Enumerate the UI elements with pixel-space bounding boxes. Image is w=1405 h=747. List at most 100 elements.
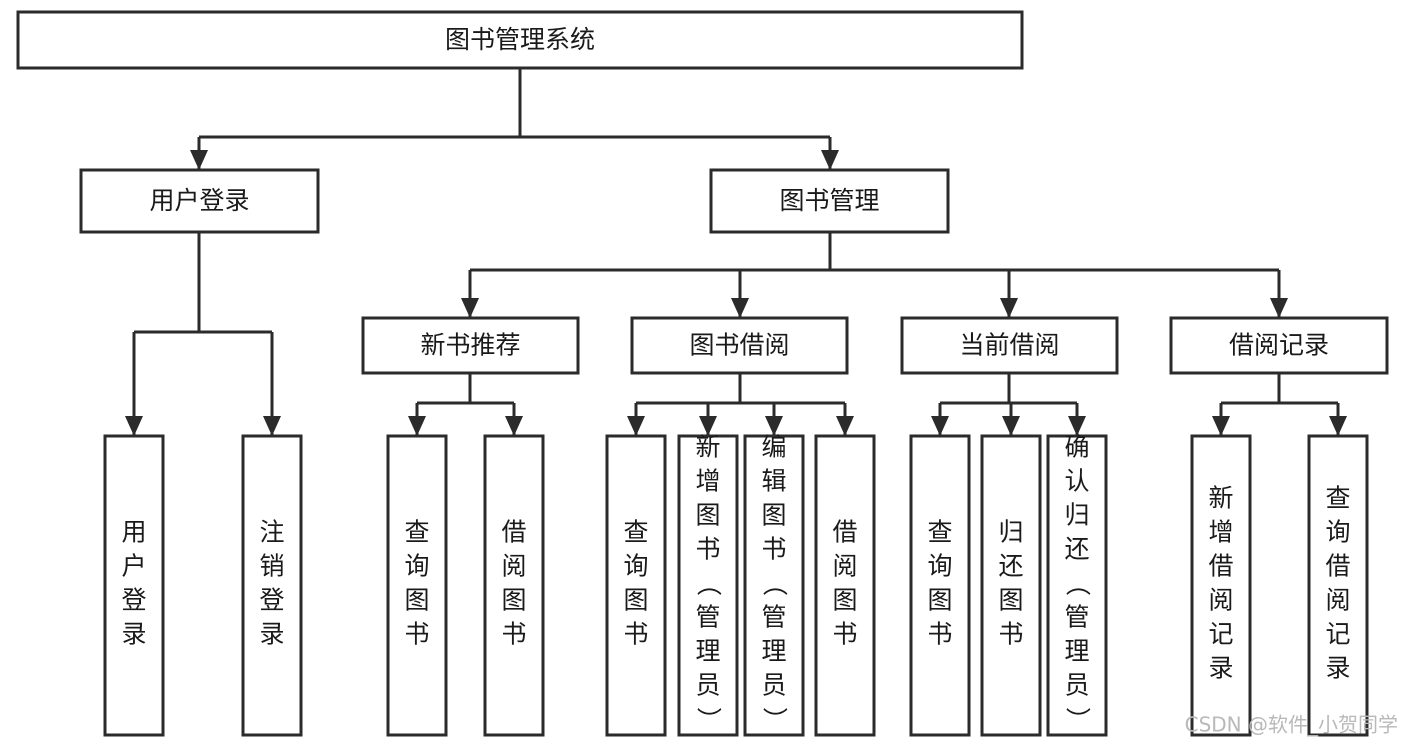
node-leaf-borrow-book-2-rect [814, 434, 876, 737]
node-leaf-query-book-2-label-char: 查 [623, 518, 648, 547]
node-leaf-add-book-label-char: ） [694, 707, 723, 732]
node-leaf-return-book-label-char: 图 [998, 586, 1023, 615]
arrow-head-icon [1212, 416, 1230, 436]
node-leaf-confirm-return-label-char: 还 [1064, 535, 1089, 564]
node-leaf-query-record-label-char: 查 [1325, 484, 1350, 513]
node-leaf-query-book-1-label-char: 询 [404, 552, 429, 581]
node-leaf-confirm-return-label-char: 归 [1064, 501, 1089, 530]
node-book-manage[interactable]: 图书管理 [709, 168, 950, 234]
node-leaf-query-book-2-label-char: 询 [623, 552, 648, 581]
node-leaf-edit-book-label-char: 辑 [761, 467, 786, 496]
node-leaf-edit-book-rect [743, 434, 805, 737]
node-root-system-label: 图书管理系统 [445, 25, 595, 54]
node-leaf-confirm-return-label-char: 理 [1064, 637, 1089, 666]
node-leaf-query-book-3-rect [909, 434, 971, 737]
node-user-login[interactable]: 用户登录 [79, 168, 320, 234]
edges-layer [125, 68, 1347, 436]
node-leaf-add-record-label-char: 借 [1208, 552, 1233, 581]
node-leaf-add-book-label-char: 新 [695, 433, 720, 462]
node-book-borrow-label: 图书借阅 [689, 331, 789, 360]
arrow-head-icon [1068, 416, 1086, 436]
node-leaf-logout-login-label-char: 注 [259, 518, 284, 547]
node-leaf-query-book-2-rect [605, 434, 667, 737]
node-leaf-add-record-label-char: 记 [1208, 620, 1233, 649]
arrow-head-icon [408, 416, 426, 436]
node-new-book-recommend[interactable]: 新书推荐 [361, 316, 580, 375]
node-leaf-borrow-book-1-label-char: 书 [501, 620, 526, 649]
node-root-system-rect [16, 10, 1024, 70]
arrow-head-icon [699, 416, 717, 436]
node-leaf-query-record-label-char: 记 [1325, 620, 1350, 649]
node-leaf-add-book-label-char: （ [694, 571, 723, 596]
arrow-head-icon [765, 416, 783, 436]
node-leaf-query-book-2-label-char: 图 [623, 586, 648, 615]
arrow-head-icon [190, 150, 208, 170]
node-leaf-user-login[interactable]: 用户登录 [103, 434, 165, 737]
node-book-borrow[interactable]: 图书借阅 [630, 316, 849, 375]
node-leaf-borrow-book-2-label-char: 阅 [832, 552, 857, 581]
node-leaf-query-book-1-label-char: 书 [404, 620, 429, 649]
node-leaf-confirm-return-label-char: 认 [1064, 467, 1089, 496]
node-leaf-logout-login-rect [241, 434, 303, 737]
node-current-borrow[interactable]: 当前借阅 [900, 316, 1119, 375]
nodes-layer: 图书管理系统用户登录图书管理新书推荐图书借阅当前借阅借阅记录用户登录注销登录查询… [16, 10, 1389, 737]
node-current-borrow-label: 当前借阅 [959, 331, 1059, 360]
node-leaf-user-login-label-char: 登 [121, 586, 146, 615]
node-leaf-query-book-3-label-char: 图 [927, 586, 952, 615]
node-leaf-add-record-rect [1190, 434, 1252, 737]
arrow-head-icon [1329, 416, 1347, 436]
node-borrow-record[interactable]: 借阅记录 [1169, 316, 1389, 375]
node-leaf-add-book-label-char: 员 [695, 671, 720, 700]
node-root-system[interactable]: 图书管理系统 [16, 10, 1024, 70]
arrow-head-icon [821, 150, 839, 170]
node-leaf-query-book-3-label-char: 询 [927, 552, 952, 581]
node-leaf-borrow-book-2-label-char: 书 [832, 620, 857, 649]
arrow-head-icon [1002, 416, 1020, 436]
node-new-book-recommend-label: 新书推荐 [420, 331, 520, 360]
arrow-head-icon [1270, 298, 1288, 318]
node-leaf-confirm-return-label-char: 管 [1064, 603, 1089, 632]
node-leaf-edit-book-label-char: 管 [761, 603, 786, 632]
node-leaf-add-record-label-char: 录 [1208, 654, 1233, 683]
node-leaf-edit-book-label-char: （ [760, 571, 789, 596]
node-leaf-return-book-label-char: 归 [998, 518, 1023, 547]
node-leaf-edit-book-label-char: 书 [761, 535, 786, 564]
arrow-head-icon [263, 416, 281, 436]
node-leaf-logout-login-label-char: 录 [259, 620, 284, 649]
arrow-head-icon [931, 416, 949, 436]
node-leaf-confirm-return-label-char: 确 [1064, 433, 1089, 462]
node-leaf-borrow-book-1-label-char: 阅 [501, 552, 526, 581]
arrow-head-icon [731, 298, 749, 318]
node-leaf-add-record-label-char: 阅 [1208, 586, 1233, 615]
csdn-watermark: CSDN @软件_小贺同学 [1185, 713, 1398, 737]
node-borrow-record-rect [1169, 316, 1389, 375]
node-leaf-borrow-book-1-label-char: 图 [501, 586, 526, 615]
node-leaf-edit-book-label-char: 图 [761, 501, 786, 530]
arrow-head-icon [1000, 298, 1018, 318]
node-leaf-user-login-label-char: 户 [121, 552, 146, 581]
node-leaf-edit-book-label-char: 编 [761, 433, 786, 462]
node-leaf-confirm-return-label-char: 员 [1064, 671, 1089, 700]
node-leaf-query-record-label-char: 录 [1325, 654, 1350, 683]
node-book-borrow-rect [630, 316, 849, 375]
node-leaf-query-book-1-rect [386, 434, 448, 737]
node-borrow-record-label: 借阅记录 [1229, 331, 1329, 360]
node-leaf-borrow-book-2-label-char: 图 [832, 586, 857, 615]
node-leaf-user-login-label-char: 录 [121, 620, 146, 649]
node-leaf-edit-book-label-char: 理 [761, 637, 786, 666]
node-leaf-borrow-book-2-label-char: 借 [832, 518, 857, 547]
